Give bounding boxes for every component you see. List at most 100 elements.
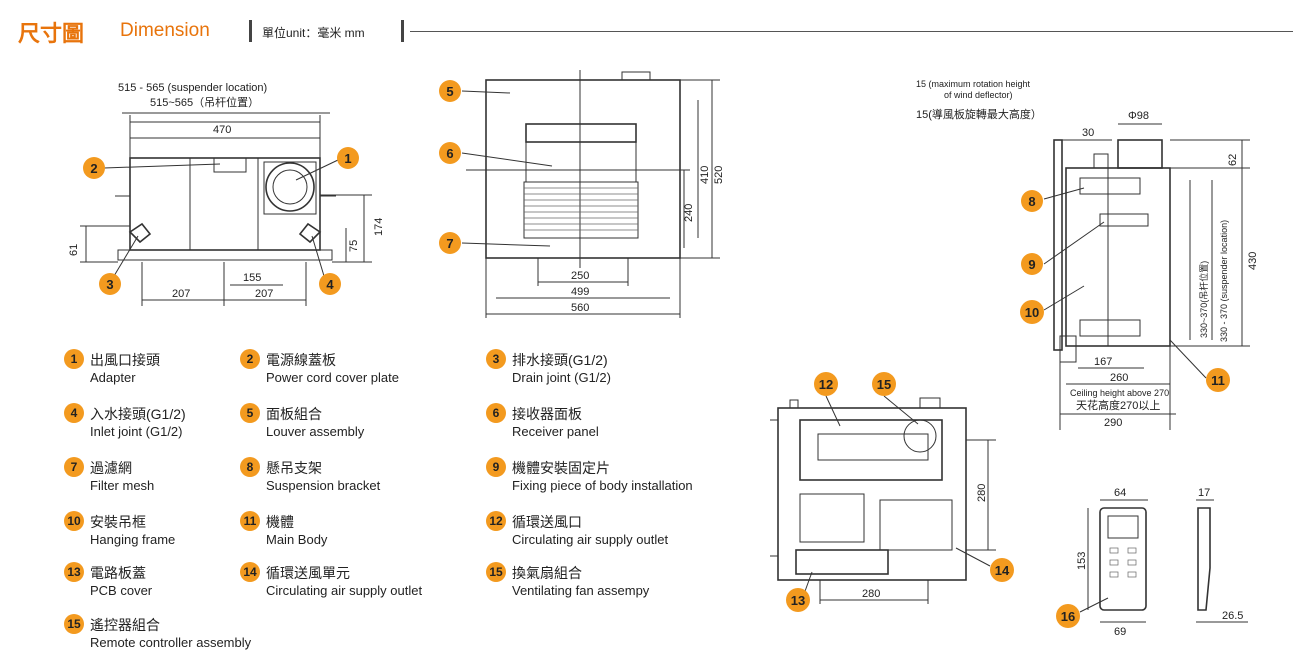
louver-grille (523, 181, 639, 239)
leader-line (825, 395, 841, 427)
internal-body (777, 407, 967, 581)
legend-label-en: Receiver panel (512, 424, 599, 439)
receiver-panel (525, 123, 637, 143)
adapter-frame (263, 161, 317, 215)
height-75: 75 (348, 240, 360, 252)
legend-label-cn: 遙控器組合 (90, 617, 160, 633)
legend-label-en: Ventilating fan assempy (512, 583, 650, 598)
badge-12: 12 (814, 372, 838, 396)
legend-label-cn: 電源線蓋板 (266, 352, 336, 368)
legend-badge: 3 (486, 349, 506, 369)
inlet-joint (298, 222, 322, 244)
side-view: 15 (maximum rotation height of wind defl… (916, 79, 1259, 430)
height-280: 280 (976, 484, 988, 502)
legend-badge: 15 (486, 562, 506, 582)
header-divider (401, 20, 404, 42)
legend-label-en: Remote controller assembly (90, 635, 252, 650)
remote-key (1109, 571, 1119, 578)
width-167: 167 (1094, 356, 1112, 368)
svg-text:12: 12 (819, 377, 833, 392)
top-outlet (919, 397, 941, 409)
depth-17: 17 (1198, 487, 1210, 499)
adapter-outlet (265, 162, 315, 212)
legend-badge: 14 (240, 562, 260, 582)
badge-15: 15 (872, 372, 896, 396)
width-207-right: 207 (255, 288, 273, 300)
svg-text:10: 10 (1025, 305, 1039, 320)
legend-label-en: Filter mesh (90, 478, 155, 493)
louver-upper (525, 141, 637, 183)
legend-badge: 1 (64, 349, 84, 369)
title-en: Dimension (120, 20, 210, 41)
badge-6: 6 (439, 142, 461, 164)
leader-line (1169, 339, 1207, 379)
legend-badge: 9 (486, 457, 506, 477)
remote-key (1127, 547, 1137, 554)
remote-key (1127, 571, 1137, 578)
legend-badge: 15 (64, 614, 84, 634)
height-62: 62 (1227, 154, 1239, 166)
badge-10: 10 (1020, 300, 1044, 324)
phi-98: Φ98 (1128, 110, 1149, 122)
svg-text:5: 5 (446, 84, 453, 99)
width-155: 155 (243, 272, 261, 284)
duct-collar (1117, 139, 1163, 169)
svg-text:11: 11 (1211, 373, 1225, 388)
height-430: 430 (1247, 252, 1259, 270)
bottom-fitting (1059, 335, 1077, 363)
width-470: 470 (213, 124, 231, 136)
badge-11: 11 (1206, 368, 1230, 392)
svg-text:15: 15 (877, 377, 891, 392)
legend-label-cn: 接收器面板 (512, 406, 582, 422)
legend-badge: 13 (64, 562, 84, 582)
width-560: 560 (571, 302, 589, 314)
legend-label-cn: 懸吊支架 (266, 460, 322, 476)
leader-line (1079, 597, 1109, 613)
legend-badge: 2 (240, 349, 260, 369)
badge-4: 4 (319, 273, 341, 295)
suspender-v-en: 330 - 370 (suspender location) (1219, 220, 1229, 342)
svg-text:14: 14 (995, 563, 1010, 578)
legend-label-en: Power cord cover plate (266, 370, 399, 385)
height-174: 174 (373, 218, 385, 236)
legend-label-cn: 排水接頭(G1/2) (512, 352, 608, 368)
svg-text:1: 1 (344, 151, 351, 166)
legend-label-cn: 機體安裝固定片 (512, 460, 610, 476)
deflector-note-en-1: 15 (maximum rotation height (916, 79, 1031, 89)
badge-9: 9 (1021, 253, 1043, 275)
svg-text:3: 3 (106, 277, 113, 292)
width-260: 260 (1110, 372, 1128, 384)
suspender-label-en: 515 - 565 (suspender location) (118, 82, 267, 94)
leader-line (461, 90, 511, 94)
drain-joint (128, 222, 152, 244)
badge-16: 16 (1056, 604, 1080, 628)
legend-badge: 5 (240, 403, 260, 423)
remote-view: 64 153 69 17 26.5 (1076, 487, 1248, 638)
deflector-note-en-2: of wind deflector) (944, 90, 1013, 100)
front-panel (117, 249, 333, 261)
top-body (485, 79, 681, 259)
legend-label-en: Fixing piece of body installation (512, 478, 693, 493)
legend-badge: 11 (240, 511, 260, 531)
legend-label-en: Hanging frame (90, 532, 176, 547)
height-520: 520 (713, 166, 725, 184)
ceiling-note-cn: 天花高度270以上 (1076, 398, 1160, 412)
legend-badge: 4 (64, 403, 84, 423)
svg-text:8: 8 (1028, 194, 1035, 209)
width-280: 280 (862, 588, 880, 600)
legend-label-en: Inlet joint (G1/2) (90, 424, 183, 439)
bottom-view: 280 280 (770, 397, 996, 604)
remote-key (1127, 559, 1137, 566)
leader-line (311, 235, 325, 277)
leader-line (955, 547, 991, 567)
svg-text:6: 6 (446, 146, 453, 161)
ventilating-fan (903, 419, 937, 453)
ceiling-note-en: Ceiling height above 270 (1070, 388, 1169, 398)
suspender-label-cn: 515~565（吊杆位置） (150, 95, 259, 109)
width-290: 290 (1104, 417, 1122, 429)
header: 尺寸圖 Dimension 單位unit：毫米 mm (18, 14, 1293, 48)
leader-line (803, 571, 813, 595)
badge-7: 7 (439, 232, 461, 254)
leader-line (883, 395, 919, 425)
width-250: 250 (571, 270, 589, 282)
